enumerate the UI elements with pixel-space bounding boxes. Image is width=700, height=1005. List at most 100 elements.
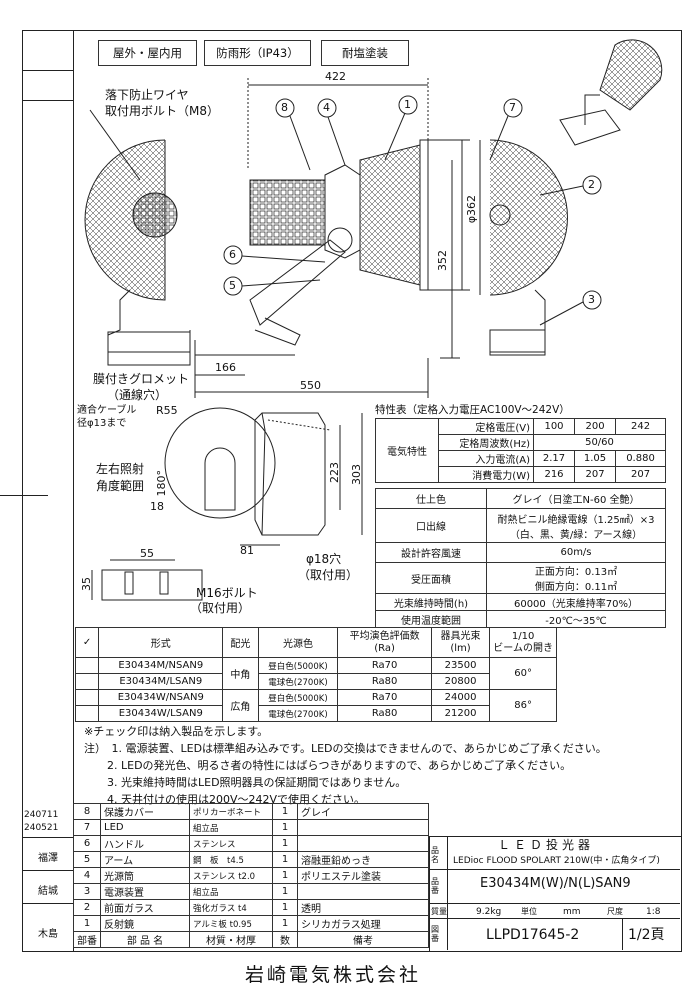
spec-row-name: 定格周波数(Hz): [438, 434, 534, 451]
spec-cell: 242: [615, 418, 666, 435]
label-fall-wire-bolt: 取付用ボルト（M8）: [105, 104, 219, 118]
part-qty: 1: [272, 867, 298, 884]
tag-salt-resistant: 耐塩塗装: [321, 40, 409, 66]
margin-divider: [22, 70, 73, 71]
spec-pressure-value-1: 正面方向：0.13㎡: [534, 567, 618, 578]
unit-label: 単位: [521, 907, 537, 916]
part-material: アルミ板 t0.95: [189, 915, 273, 932]
part-material: ステンレス t2.0: [189, 867, 273, 884]
part-qty: 1: [272, 851, 298, 868]
left-margin-frame: [22, 30, 74, 952]
color-cell: 電球色(2700K): [257, 705, 339, 722]
spec-wind-value: 60m/s: [486, 542, 666, 563]
callouts: [223, 95, 602, 326]
part-no: 3: [73, 883, 101, 900]
ra-cell: Ra80: [337, 705, 432, 722]
parts-header-no: 部番: [73, 931, 101, 948]
callout-2: 2: [588, 178, 595, 191]
page-number: 1/2頁: [628, 927, 665, 943]
spec-temp-value: -20℃～35℃: [486, 610, 666, 628]
beam-header-label: ビームの開き: [493, 642, 553, 654]
model-label: 品番: [431, 877, 439, 895]
spec-row-name: 定格電圧(V): [438, 418, 534, 435]
dim-hole-note: （取付用）: [298, 568, 359, 582]
unit-value: mm: [563, 907, 581, 917]
part-no: 6: [73, 835, 101, 852]
part-remark: [297, 883, 429, 900]
spec-temp-label: 使用温度範囲: [375, 610, 487, 628]
part-material: 組立品: [189, 883, 273, 900]
callout-6: 6: [229, 248, 236, 261]
title-block: [429, 836, 682, 952]
part-name: ハンドル: [100, 835, 190, 852]
title-divider: [429, 918, 680, 919]
title-divider: [447, 836, 448, 950]
spec-cell: 1.05: [574, 450, 617, 467]
dim-18: 18: [150, 500, 164, 513]
label-grommet: 膜付きグロメット: [93, 372, 190, 386]
drawing-frame: [73, 30, 682, 952]
callout-8: 8: [281, 101, 288, 114]
revision-name: 木島: [38, 929, 58, 940]
margin-divider: [22, 903, 73, 904]
check-cell: [74, 673, 100, 690]
callout-7: 7: [509, 101, 516, 114]
lm-header-label: 器具光束: [440, 630, 481, 642]
spec-outlet-value: 耐熱ビニル絶縁電線（1.25㎟）×3（白、黒、黄/緑：アース線）: [486, 508, 666, 543]
title-divider: [429, 869, 680, 870]
spec-electrical-label: 電気特性: [375, 418, 439, 483]
model-number: E30434M(W)/N(L)SAN9: [480, 876, 631, 891]
side-view: [194, 78, 470, 398]
dim-422: 422: [325, 70, 346, 83]
check-cell: [74, 689, 100, 706]
dim-303: 303: [350, 464, 363, 485]
part-remark: [297, 819, 429, 836]
callout-1: 1: [404, 98, 411, 111]
spec-table-general: 仕上色 グレイ（日塗工N-60 全艶） 口出線 耐熱ビニル絶縁電線（1.25㎟）…: [375, 488, 666, 628]
spec-life-label: 光束維持時間(h): [375, 593, 487, 611]
note-1: 注） 1. 電源装置、LEDは標準組み込みです。LEDの交換はできませんので、あ…: [84, 742, 607, 755]
parts-table: 8 保護カバー ポリカーボネート 1 グレイ 7 LED 組立品 1 6 ハンド…: [73, 803, 429, 948]
part-qty: 1: [272, 803, 298, 820]
label-grommet-note: （通線穴）: [107, 388, 168, 402]
revision-date: 240521: [24, 823, 59, 833]
parts-header-qty: 数: [272, 931, 298, 948]
parts-header-remark: 備考: [297, 931, 429, 948]
spec-cell: 50/60: [533, 434, 666, 451]
beam-header-ratio: 1/10: [511, 630, 535, 642]
part-material: 組立品: [189, 819, 273, 836]
spec-finish-value: グレイ（日塗工N-60 全艶）: [486, 488, 666, 509]
beam-wide: 86°: [489, 689, 557, 722]
label-cable-size: 径φ13まで: [77, 418, 127, 429]
spec-row-name: 入力電流(A): [438, 450, 534, 467]
part-name: 前面ガラス: [100, 899, 190, 916]
revision-date: 240711: [24, 810, 59, 820]
weight-label: 質量: [431, 907, 447, 916]
color-cell: 昼白色(5000K): [257, 657, 339, 674]
ra-cell: Ra80: [337, 673, 432, 690]
spec-outlet-label: 口出線: [375, 508, 487, 543]
tag-rainproof: 防雨形（IP43）: [204, 40, 311, 66]
spec-pressure-label: 受圧面積: [375, 562, 487, 594]
part-name: 保護カバー: [100, 803, 190, 820]
spec-outlet-value-1: 耐熱ビニル絶縁電線（1.25㎟）×3: [497, 514, 655, 526]
spec-cell: 0.880: [615, 450, 666, 467]
tag-outdoor-indoor: 屋外・屋内用: [98, 40, 197, 66]
front-view: [84, 109, 191, 366]
note-2: 2. LEDの発光色、明るさ者の特性にはばらつきがありますので、あらかじめご了承…: [107, 759, 572, 772]
part-no: 8: [73, 803, 101, 820]
drawing-label: 図番: [431, 925, 439, 943]
part-no: 2: [73, 899, 101, 916]
dist-wide: 広角: [222, 689, 259, 722]
label-rotation-range: 角度範囲: [96, 479, 145, 493]
product-name: ＬＥＤ投光器: [498, 838, 595, 852]
label-fall-wire: 落下防止ワイヤ: [105, 88, 189, 102]
dim-55: 55: [140, 547, 154, 560]
product-label: 品名: [431, 846, 439, 864]
spec-cell: 207: [615, 466, 666, 483]
dim-81: 81: [240, 544, 254, 557]
part-name: 光源筒: [100, 867, 190, 884]
part-remark: グレイ: [297, 803, 429, 820]
spec-finish-label: 仕上色: [375, 488, 487, 509]
